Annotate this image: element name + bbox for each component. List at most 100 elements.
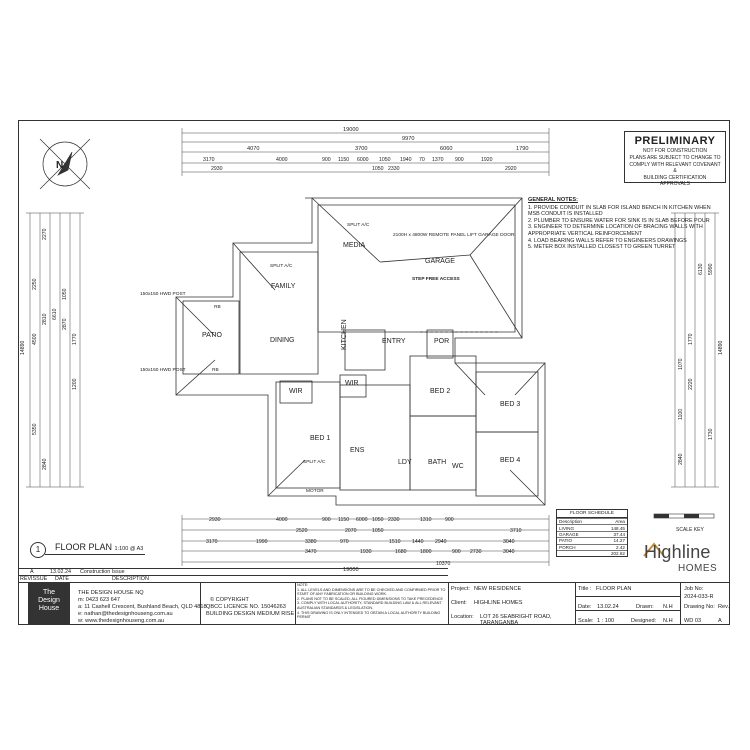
general-note-item: 5. METER BOX INSTALLED CLOSEST TO GREEN … xyxy=(528,244,676,251)
floor-schedule: FLOOR SCHEDULE Description Area LIVING 1… xyxy=(556,509,628,558)
annotation-rb-2: RB xyxy=(212,367,219,373)
designer-mobile: m: 0423 623 647 xyxy=(78,597,120,603)
titleblock-divider xyxy=(575,596,680,597)
dim-bottom-row1: 1150 xyxy=(338,517,349,523)
revision-header-rev: REV xyxy=(20,576,32,582)
dim-bottom-row3: 3040 xyxy=(503,549,515,555)
table-row: LIVING 148.45 xyxy=(557,524,627,532)
drawing-notes: NOTE: 1. ALL LEVELS AND DIMENSIONS ARE T… xyxy=(297,583,447,620)
dim-top-row5: 2920 xyxy=(505,166,517,172)
dim-left: 4500 xyxy=(32,333,38,345)
room-wc: WC xyxy=(452,463,464,470)
dim-top-row4: 900 xyxy=(322,157,331,163)
annotation-motor: MOTOR xyxy=(306,488,324,494)
dim-top-row4: 1370 xyxy=(432,157,444,163)
floor-plan-label: FLOOR PLAN 1:100 @ A3 xyxy=(55,542,143,552)
titleblock-divider xyxy=(18,575,448,576)
general-notes-heading: GENERAL NOTES: xyxy=(528,197,578,203)
dim-top-overall: 19000 xyxy=(343,127,359,133)
annotation-hwd-post-1: 150x150 HWD POST xyxy=(140,291,186,297)
annotation-split-ac-family: SPLIT A/C xyxy=(270,263,293,269)
date-label: Date: xyxy=(578,604,592,610)
room-bed2: BED 2 xyxy=(430,388,450,395)
designer-website[interactable]: w: www.thedesignhouseng.com.au xyxy=(78,618,165,624)
design-house-logo-text: Design xyxy=(38,597,60,604)
dim-left: 2870 xyxy=(62,318,68,330)
dim-bottom-overall: 19000 xyxy=(343,567,359,573)
date-value: 13.02.24 xyxy=(597,604,619,610)
titleblock-divider xyxy=(18,568,448,569)
titleblock-divider xyxy=(18,582,730,583)
drawing-note: 3. COMPLY WITH LOCAL AUTHORITY, STANDARD… xyxy=(297,601,442,610)
dim-left: 6610 xyxy=(52,308,58,320)
table-header: Area xyxy=(598,517,627,525)
dim-bottom-row4: 3470 xyxy=(305,549,317,555)
dim-right: 5990 xyxy=(708,263,714,275)
dim-left: 1050 xyxy=(62,288,68,300)
room-patio: PATIO xyxy=(202,332,223,339)
copyright-category: BUILDING DESIGN MEDIUM RISE xyxy=(206,611,295,617)
brand-name: Highline xyxy=(644,542,711,562)
designed-label: Designed: xyxy=(631,618,657,624)
dim-bottom-row1: 1310 xyxy=(420,517,432,523)
general-notes: GENERAL NOTES: 1. PROVIDE CONDUIT IN SLA… xyxy=(528,197,718,251)
room-ens: ENS xyxy=(350,447,365,454)
dim-bottom-row4: 1510 xyxy=(389,539,401,545)
room-bed3: BED 3 xyxy=(500,401,520,408)
dim-bottom-row1: 6000 xyxy=(356,517,368,523)
dim-bottom-extra: 10370 xyxy=(436,561,451,567)
dim-top-row4: 1050 xyxy=(379,157,391,163)
drawing-note: NOTE: xyxy=(297,583,309,587)
dim-bottom-row3: 1680 xyxy=(395,549,407,555)
table-row: Description Area xyxy=(557,517,627,525)
preliminary-line: PLANS ARE SUBJECT TO CHANGE TO xyxy=(629,155,721,161)
designer-address: a: 11 Cashell Crescent, Bushland Beach, … xyxy=(78,604,207,610)
drawing-sheet-border xyxy=(18,120,730,625)
room-garage: GARAGE xyxy=(425,258,455,265)
location-value-2: TARANGANBA xyxy=(480,620,519,626)
dim-right: 1070 xyxy=(678,358,684,370)
revision-date: 13.02.24 xyxy=(50,569,71,575)
dim-bottom-row1: 2930 xyxy=(209,517,221,523)
dim-left: 2840 xyxy=(42,458,48,470)
location-label: Location: xyxy=(451,614,474,620)
dim-bottom-row1: 900 xyxy=(322,517,331,523)
dim-right-overall: 14890 xyxy=(718,340,724,355)
room-dining: DINING xyxy=(270,337,295,344)
dim-top-row5: 1050 xyxy=(372,166,384,172)
revision-rev: A xyxy=(30,569,34,575)
dim-bottom-row2: 1050 xyxy=(372,528,384,534)
table-row: GARAGE 37.44 xyxy=(557,530,627,538)
dim-top-row3-c: 6060 xyxy=(440,146,452,152)
room-por: POR xyxy=(434,338,449,345)
designer-name: THE DESIGN HOUSE NQ xyxy=(78,590,144,596)
dim-left: 2810 xyxy=(42,313,48,325)
table-cell: 148.45 xyxy=(598,524,627,532)
dim-bottom-row1: 900 xyxy=(445,517,454,523)
designer-email[interactable]: e: nathan@thedesignhouseng.com.au xyxy=(78,611,173,617)
scale-value: 1 : 100 xyxy=(597,618,615,624)
right-dimension-lines xyxy=(671,212,719,488)
dim-right: 2840 xyxy=(678,453,684,465)
north-arrow-icon: N xyxy=(39,138,91,190)
svg-text:N: N xyxy=(56,160,63,171)
drawing-note: 2. PLANS NOT TO BE SCALED, ALL FIGURED D… xyxy=(297,596,443,601)
annotation-garage-door: 2100H x 4800W REMOTE PANEL LIFT GARAGE D… xyxy=(393,232,515,238)
scale-label: Scale: xyxy=(578,618,594,624)
table-row: PATIO 14.27 xyxy=(557,537,627,545)
left-dimension-lines xyxy=(26,212,84,488)
room-bed1: BED 1 xyxy=(310,435,330,442)
dim-bottom-row2: 1990 xyxy=(256,539,268,545)
dim-right: 6130 xyxy=(698,263,704,275)
titleblock-divider xyxy=(575,610,680,611)
dim-right: 1100 xyxy=(678,409,684,420)
dim-bottom-row3: 900 xyxy=(452,549,461,555)
floor-schedule-table: Description Area LIVING 148.45 GARAGE 37… xyxy=(557,517,627,557)
title-label: Title : xyxy=(578,586,592,592)
preliminary-line: NOT FOR CONSTRUCTION xyxy=(642,148,708,154)
general-note-item: 1. PROVIDE CONDUIT IN SLAB FOR ISLAND BE… xyxy=(528,204,711,218)
dim-bottom-row2: 2520 xyxy=(296,528,308,534)
job-label: Job No: xyxy=(684,586,704,592)
dim-bottom-row4: 1440 xyxy=(412,539,424,545)
annotation-split-ac-media: SPLIT A/C xyxy=(347,222,370,228)
